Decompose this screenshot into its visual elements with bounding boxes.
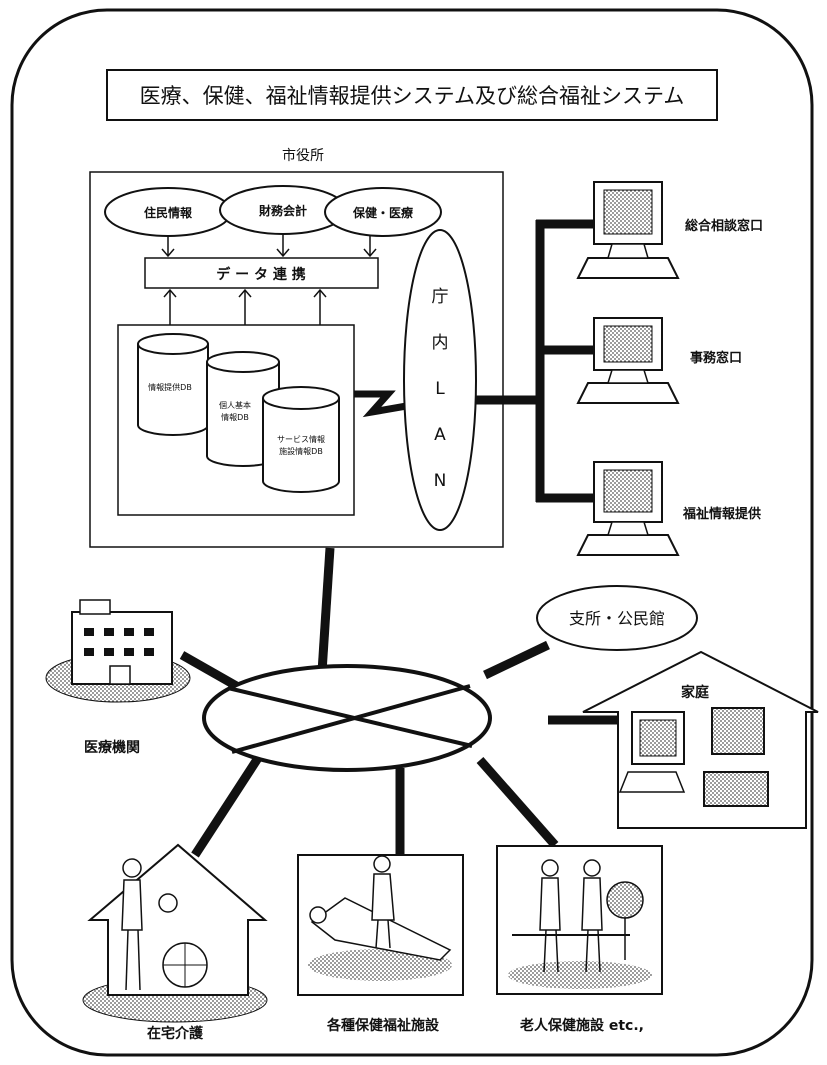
svg-text:A: A	[434, 425, 446, 445]
svg-text:老人保健施設 etc.,: 老人保健施設 etc.,	[520, 1017, 644, 1034]
network-hub	[202, 664, 492, 772]
svg-text:医療機関: 医療機関	[84, 739, 140, 756]
db-cylinder-service: サービス情報 施設情報DB	[262, 386, 340, 493]
svg-text:財務会計: 財務会計	[258, 203, 307, 218]
facilities-node: 各種保健福祉施設	[297, 854, 464, 1034]
svg-text:L: L	[435, 379, 445, 399]
network-spokes	[179, 547, 620, 858]
home-node: 家庭	[582, 650, 819, 829]
db-cylinder-info: 情報提供DB	[137, 333, 209, 436]
data-link-bar: デ ー タ 連 携	[144, 257, 379, 289]
svg-text:施設情報DB: 施設情報DB	[279, 446, 323, 456]
svg-text:住民情報: 住民情報	[144, 205, 193, 220]
svg-text:個人基本: 個人基本	[219, 400, 251, 410]
svg-text:情報DB: 情報DB	[221, 412, 249, 422]
terminal-label: 福祉情報提供	[682, 506, 761, 522]
svg-text:各種保健福祉施設: 各種保健福祉施設	[326, 1017, 440, 1034]
down-arrows	[161, 234, 377, 258]
svg-text:家庭: 家庭	[681, 684, 710, 701]
terminal-label: 事務窓口	[690, 350, 742, 366]
up-arrows	[163, 288, 327, 325]
svg-text:在宅介護: 在宅介護	[147, 1025, 204, 1042]
medical-node: 医療機関	[45, 599, 191, 756]
terminal-office: 事務窓口	[576, 317, 742, 404]
db-cylinder-personal: 個人基本 情報DB	[206, 351, 280, 467]
home-care-node: 在宅介護	[82, 843, 268, 1042]
source-cloud-resident: 住民情報	[104, 187, 232, 237]
terminal-general-consult: 総合相談窓口	[576, 181, 763, 279]
terminal-label: 総合相談窓口	[685, 218, 763, 234]
page-title: 医療、保健、福祉情報提供システム及び総合福祉システム	[140, 84, 685, 108]
source-cloud-health: 保健・医療	[324, 187, 442, 237]
lan-ellipse: 庁 内 L A N	[403, 229, 477, 531]
lan-trunk	[476, 219, 596, 503]
elderly-facility-node: 老人保健施設 etc.,	[496, 845, 663, 1034]
svg-text:支所・公民館: 支所・公民館	[569, 609, 665, 628]
svg-text:情報提供DB: 情報提供DB	[148, 382, 192, 392]
svg-text:サービス情報: サービス情報	[277, 434, 325, 444]
terminal-welfare-info: 福祉情報提供	[576, 461, 761, 556]
svg-text:内: 内	[432, 333, 449, 353]
title-box: 医療、保健、福祉情報提供システム及び総合福祉システム	[106, 69, 718, 121]
svg-text:庁: 庁	[432, 287, 449, 307]
lightning-link	[354, 390, 419, 418]
svg-text:保健・医療: 保健・医療	[352, 205, 413, 220]
svg-text:N: N	[434, 471, 447, 491]
branch-office-node: 支所・公民館	[536, 585, 698, 651]
city-hall-label: 市役所	[282, 147, 324, 164]
svg-text:デ ー タ 連 携: デ ー タ 連 携	[216, 266, 306, 283]
